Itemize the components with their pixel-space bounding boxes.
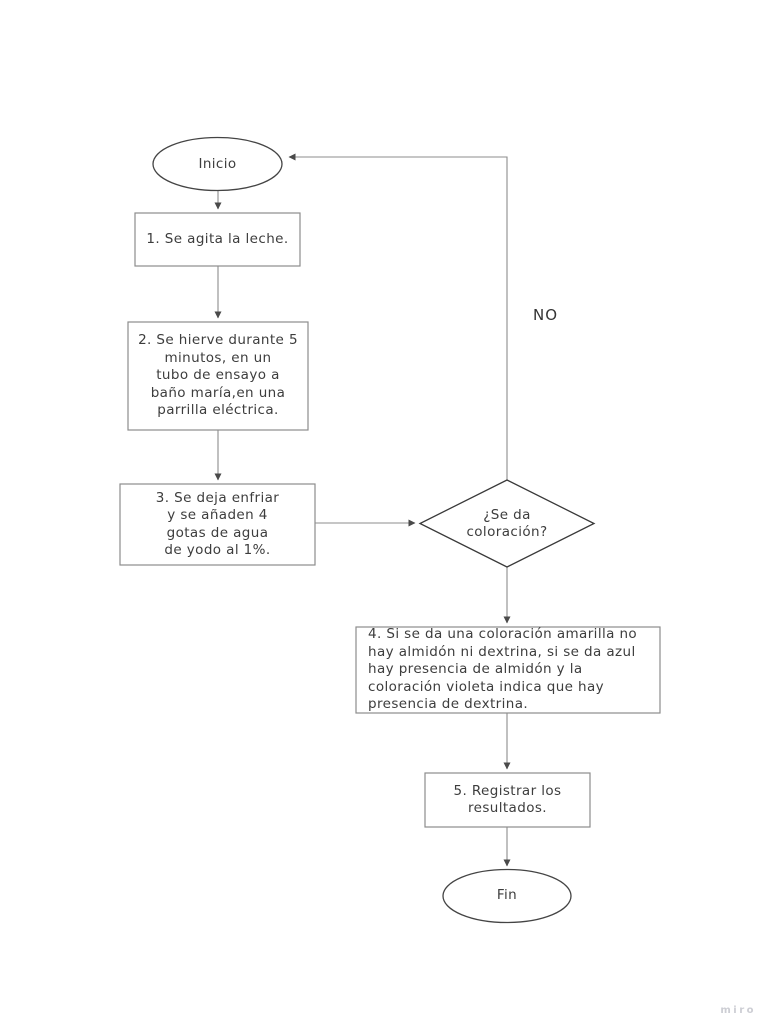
step1-node-label: 1. Se agita la leche.: [146, 230, 289, 247]
process-step2: [127, 321, 309, 431]
step4-node-label: 4. Si se da una coloración amarilla no h…: [368, 626, 638, 713]
decision-diamond: [418, 479, 596, 568]
terminator-start: [152, 136, 283, 192]
decision-node-label: ¿Se da coloración?: [466, 506, 548, 541]
process-step5: [424, 772, 591, 828]
step2-node-label: 2. Se hierve durante 5 minutos, en un tu…: [138, 332, 298, 419]
step3-node-label: 3. Se deja enfriar y se añaden 4 gotas d…: [155, 489, 280, 559]
no-branch-label: NO: [533, 306, 559, 324]
start-node-label: Inicio: [198, 155, 237, 172]
miro-watermark: miro: [720, 1005, 756, 1016]
terminator-end: [442, 868, 572, 924]
process-step4: [355, 626, 661, 714]
connector-no-loop: [288, 153, 508, 480]
process-step1: [134, 212, 301, 267]
end-node-label: Fin: [496, 887, 518, 904]
step5-node-label: 5. Registrar los resultados.: [453, 782, 562, 817]
process-step3: [119, 483, 316, 566]
